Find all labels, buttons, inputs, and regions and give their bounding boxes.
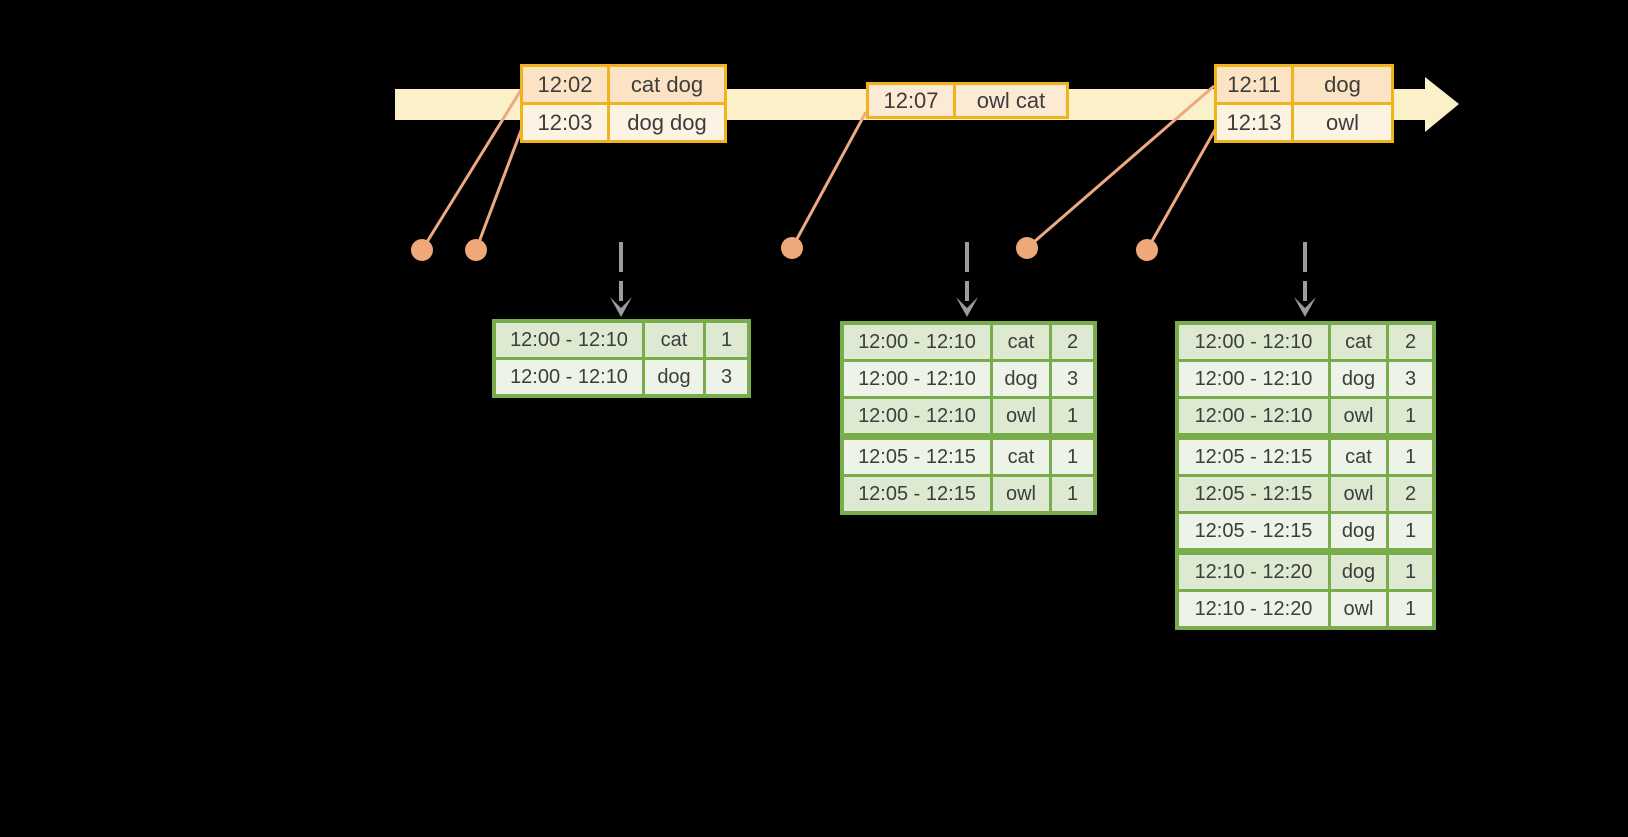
event-link-line bbox=[1145, 127, 1218, 251]
table-cell-words: owl cat bbox=[956, 85, 1066, 116]
table-cell-window: 12:05 - 12:15 bbox=[1179, 440, 1328, 474]
event-dot bbox=[781, 237, 803, 259]
table-cell-window: 12:10 - 12:20 bbox=[1179, 555, 1328, 589]
table-cell-count: 1 bbox=[1052, 477, 1093, 511]
table-cell-count: 2 bbox=[1052, 325, 1093, 359]
table-cell-window: 12:00 - 12:10 bbox=[1179, 362, 1328, 396]
table-cell-words: cat dog bbox=[610, 67, 724, 102]
table-cell-count: 2 bbox=[1389, 477, 1432, 511]
table-cell-word: dog bbox=[993, 362, 1049, 396]
table-cell-words: dog bbox=[1294, 67, 1391, 102]
table-cell-time: 12:11 bbox=[1217, 67, 1291, 102]
table-cell-word: cat bbox=[1331, 325, 1386, 359]
table-cell-window: 12:10 - 12:20 bbox=[1179, 592, 1328, 626]
event-link-line bbox=[790, 111, 868, 249]
table-cell-word: owl bbox=[993, 477, 1049, 511]
event-dot bbox=[465, 239, 487, 261]
trigger-arrow-icon bbox=[956, 242, 978, 317]
table-cell-window: 12:00 - 12:10 bbox=[1179, 325, 1328, 359]
table-cell-count: 3 bbox=[706, 360, 747, 394]
table-cell-count: 3 bbox=[1389, 362, 1432, 396]
table-cell-window: 12:00 - 12:10 bbox=[844, 399, 990, 433]
table-cell-word: cat bbox=[993, 440, 1049, 474]
table-cell-words: owl bbox=[1294, 105, 1391, 140]
table-cell-word: owl bbox=[1331, 592, 1386, 626]
table-cell-time: 12:03 bbox=[523, 105, 607, 140]
event-dot bbox=[1136, 239, 1158, 261]
table-cell-count: 1 bbox=[1389, 399, 1432, 433]
table-cell-word: dog bbox=[645, 360, 703, 394]
table-cell-word: owl bbox=[993, 399, 1049, 433]
table-cell-window: 12:00 - 12:10 bbox=[496, 323, 642, 357]
event-link-line bbox=[474, 127, 524, 251]
table-cell-count: 1 bbox=[1052, 399, 1093, 433]
table-cell-window: 12:05 - 12:15 bbox=[844, 440, 990, 474]
table-cell-time: 12:02 bbox=[523, 67, 607, 102]
table-cell-word: cat bbox=[1331, 440, 1386, 474]
table-cell-word: cat bbox=[993, 325, 1049, 359]
table-cell-window: 12:05 - 12:15 bbox=[844, 477, 990, 511]
table-cell-count: 1 bbox=[1389, 555, 1432, 589]
trigger-arrow-icon bbox=[1294, 242, 1316, 317]
event-link-line bbox=[420, 89, 523, 251]
table-cell-words: dog dog bbox=[610, 105, 724, 140]
event-dot bbox=[1016, 237, 1038, 259]
table-cell-word: owl bbox=[1331, 399, 1386, 433]
table-cell-word: dog bbox=[1331, 555, 1386, 589]
table-cell-count: 1 bbox=[1389, 514, 1432, 548]
table-cell-window: 12:05 - 12:15 bbox=[1179, 514, 1328, 548]
trigger-arrow-icon bbox=[610, 242, 632, 317]
table-cell-time: 12:13 bbox=[1217, 105, 1291, 140]
table-cell-word: owl bbox=[1331, 477, 1386, 511]
table-cell-word: dog bbox=[1331, 362, 1386, 396]
table-cell-count: 1 bbox=[1052, 440, 1093, 474]
table-cell-count: 3 bbox=[1052, 362, 1093, 396]
table-cell-window: 12:00 - 12:10 bbox=[844, 325, 990, 359]
table-cell-count: 2 bbox=[1389, 325, 1432, 359]
table-cell-count: 1 bbox=[1389, 592, 1432, 626]
event-link-line bbox=[1026, 84, 1215, 250]
table-cell-window: 12:00 - 12:10 bbox=[1179, 399, 1328, 433]
event-dot bbox=[411, 239, 433, 261]
table-cell-time: 12:07 bbox=[869, 85, 953, 116]
table-cell-window: 12:00 - 12:10 bbox=[844, 362, 990, 396]
table-cell-count: 1 bbox=[706, 323, 747, 357]
table-cell-window: 12:00 - 12:10 bbox=[496, 360, 642, 394]
table-cell-word: dog bbox=[1331, 514, 1386, 548]
table-cell-count: 1 bbox=[1389, 440, 1432, 474]
table-cell-word: cat bbox=[645, 323, 703, 357]
table-cell-window: 12:05 - 12:15 bbox=[1179, 477, 1328, 511]
